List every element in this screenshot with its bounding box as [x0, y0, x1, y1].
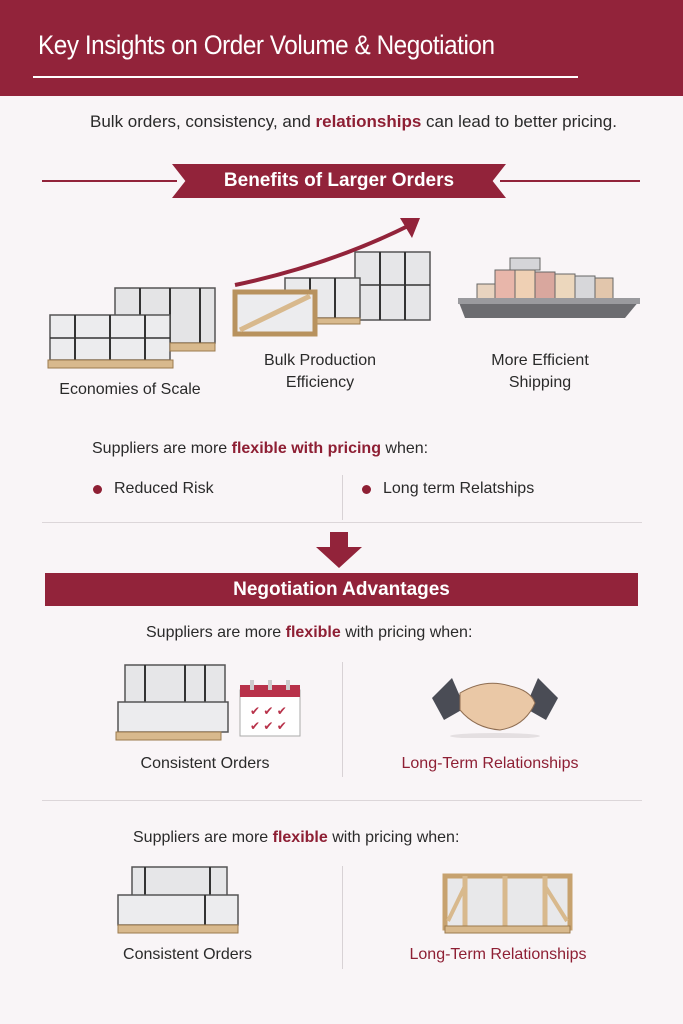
line-text: Suppliers are more	[133, 829, 273, 846]
flex-text-end: when:	[380, 440, 429, 457]
calendar-icon: ✔ ✔ ✔ ✔ ✔ ✔	[239, 680, 301, 737]
subtitle-highlight: relationships	[315, 112, 422, 131]
benefit-label-line: More Efficient	[491, 352, 589, 369]
line-text-end: with pricing when:	[327, 829, 460, 846]
growth-crates-icon	[232, 251, 431, 337]
svg-text:✔ ✔ ✔: ✔ ✔ ✔	[250, 704, 287, 718]
line-text: Suppliers are more	[146, 624, 286, 641]
flex-highlight: flexible with pricing	[231, 440, 381, 457]
bullet-dot-icon	[93, 484, 102, 494]
page-title: Key Insights on Order Volume & Negotiati…	[38, 30, 495, 60]
section-divider	[42, 522, 642, 523]
benefit-label-shipping: More Efficient Shipping	[450, 350, 630, 393]
flexible-pricing-line: Suppliers are more flexible with pricing…	[92, 440, 428, 458]
benefit-label-line: Shipping	[508, 373, 572, 391]
growth-arrow-icon	[234, 218, 420, 287]
svg-text:✔ ✔ ✔: ✔ ✔ ✔	[250, 719, 287, 733]
benefit-label-economies: Economies of Scale	[59, 381, 201, 398]
header-banner: Key Insights on Order Volume & Negotiati…	[0, 0, 683, 96]
line-text-end: with pricing when:	[340, 624, 473, 641]
title-underline	[33, 76, 578, 78]
wooden-crate-icon	[442, 873, 573, 934]
subtitle-text: Bulk orders, consistency, and	[90, 112, 316, 131]
down-arrow-icon	[316, 532, 362, 568]
long-term-relationships-label-1: Long-Term Relationships	[401, 755, 579, 772]
banner-rule-right	[500, 180, 640, 182]
handshake-icon	[432, 678, 558, 738]
subtitle: Bulk orders, consistency, and relationsh…	[90, 112, 617, 132]
section-divider-vertical	[342, 866, 343, 969]
bullet-long-term: Long term Relatships	[362, 480, 534, 498]
long-term-relationships-label-2: Long-Term Relationships	[409, 946, 587, 963]
section-divider-vertical	[342, 662, 343, 777]
negotiation-banner: Negotiation Advantages	[45, 573, 638, 606]
marble-pallet-calendar-icon: ✔ ✔ ✔ ✔ ✔ ✔	[115, 664, 301, 741]
marble-pallet-icon	[117, 866, 239, 934]
benefit-label-bulk-production: Bulk Production Efficiency	[230, 350, 410, 393]
section-divider	[42, 800, 642, 801]
bullet-dot-icon	[362, 484, 371, 494]
line-highlight: flexible	[285, 624, 341, 641]
marble-pallet-icon	[47, 287, 216, 369]
bullet-reduced-risk: Reduced Risk	[93, 480, 214, 498]
negotiation-line-1: Suppliers are more flexible with pricing…	[146, 624, 472, 642]
negotiation-line-2: Suppliers are more flexible with pricing…	[133, 829, 459, 847]
consistent-orders-label-1: Consistent Orders	[140, 755, 270, 772]
benefit-label-line: Bulk Production	[263, 352, 377, 369]
banner-rule-left	[42, 180, 177, 182]
bullet-text: Reduced Risk	[114, 480, 214, 497]
bullet-divider	[342, 475, 343, 520]
benefits-banner: Benefits of Larger Orders	[172, 164, 506, 198]
benefit-label-line: Efficiency	[285, 373, 355, 391]
subtitle-text-end: can lead to better pricing.	[421, 112, 617, 131]
bullet-text: Long term Relatships	[383, 480, 535, 497]
consistent-orders-label-2: Consistent Orders	[123, 946, 252, 963]
cargo-ship-icon	[458, 257, 640, 318]
flex-text: Suppliers are more	[92, 440, 232, 457]
line-highlight: flexible	[272, 829, 328, 846]
